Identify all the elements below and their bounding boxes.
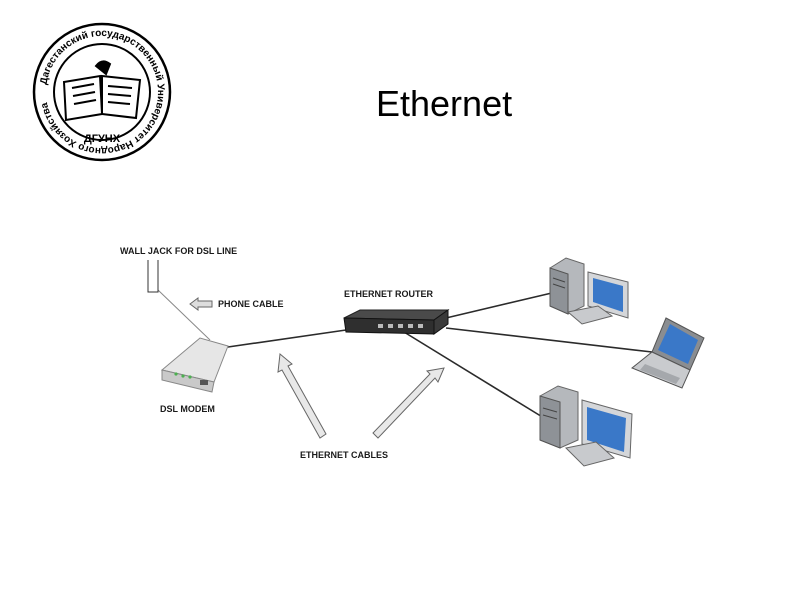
open-book-icon: [62, 60, 142, 122]
router-icon: [343, 309, 450, 335]
ethernet-router-label: ETHERNET ROUTER: [344, 289, 434, 299]
modem-router-cable: [227, 329, 347, 348]
ethernet-cable-arrow-icon: [372, 367, 445, 439]
dsl-modem-label: DSL MODEM: [160, 404, 215, 414]
phone-cable-label: PHONE CABLE: [218, 299, 284, 309]
cables: [157, 289, 653, 419]
desktop-computer-icon: [539, 385, 633, 467]
desktop-computer-icon: [549, 257, 629, 325]
phone-cable-arrow-icon: [189, 297, 213, 311]
wall-jack-label: WALL JACK FOR DSL LINE: [120, 246, 237, 256]
router-laptop-cable: [445, 327, 653, 353]
university-seal-logo: Дагестанский государственный Университет…: [32, 22, 172, 162]
dsl-modem-icon: [160, 337, 229, 393]
router-desktop-top-cable: [445, 291, 557, 319]
wall-jack-icon: [147, 260, 159, 293]
seal-abbrev: ДГУНХ: [84, 133, 121, 145]
laptop-icon: [631, 317, 705, 389]
slide-title: Ethernet: [376, 83, 513, 124]
ethernet-cable-arrow-icon: [277, 353, 327, 439]
ethernet-cables-label: ETHERNET CABLES: [300, 450, 388, 460]
phone-cable-line: [157, 289, 211, 341]
router-desktop-bottom-cable: [403, 331, 545, 419]
